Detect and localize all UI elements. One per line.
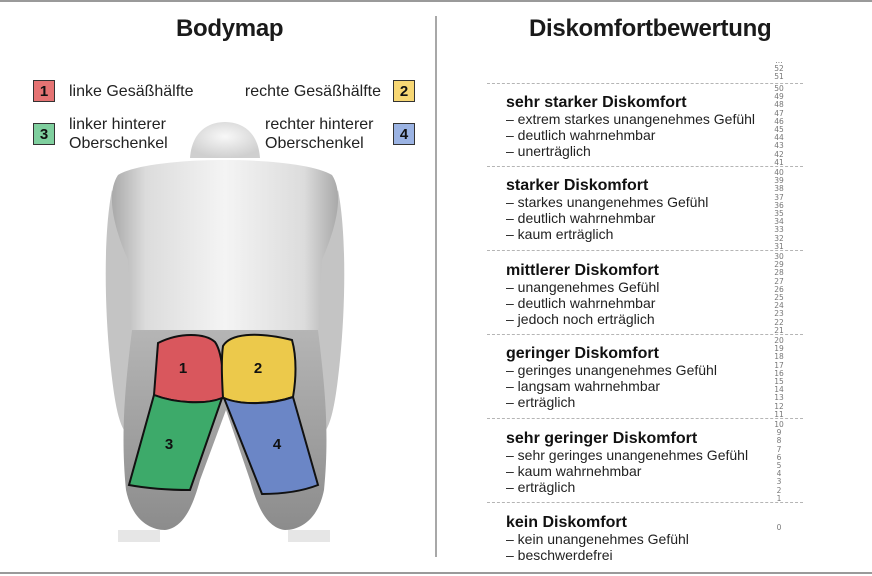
zone-1-left-buttock [152, 334, 225, 404]
level-very-low: sehr geringer Diskomfort – sehr geringes… [506, 430, 749, 495]
level-medium: mittlerer Diskomfort – unangenehmes Gefü… [506, 262, 660, 327]
legend-swatch-3: 3 [33, 123, 55, 145]
scale-separator [487, 334, 803, 335]
zone-3-left-thigh [127, 393, 224, 492]
legend-label-2: rechte Gesäßhälfte [244, 83, 381, 100]
svg-text:2: 2 [254, 360, 262, 377]
legend-label-1: linke Gesäßhälfte [69, 83, 194, 100]
svg-text:1: 1 [179, 360, 187, 377]
legend-swatch-1: 1 [33, 80, 55, 102]
level-low: geringer Diskomfort – geringes unangeneh… [506, 345, 717, 410]
level-strong: starker Diskomfort – starkes unangenehme… [506, 177, 709, 242]
level-none: kein Diskomfort – kein unangenehmes Gefü… [506, 514, 689, 563]
scale-separator [487, 502, 803, 503]
scale-separator [487, 418, 803, 419]
top-border [0, 0, 872, 2]
scale-separator [487, 250, 803, 251]
bottom-border [0, 572, 872, 574]
bodymap-title: Bodymap [176, 15, 284, 42]
legend-swatch-4: 4 [393, 123, 415, 145]
svg-text:4: 4 [273, 436, 282, 453]
legend-label-3: linker hinterer Oberschenkel [69, 116, 168, 152]
legend-label-4: rechter hinterer Oberschenkel [265, 116, 374, 152]
legend-swatch-2: 2 [393, 80, 415, 102]
panel-divider [435, 16, 437, 557]
scale-number-0: 0 [776, 523, 782, 532]
level-very-strong: sehr starker Diskomfort – extrem starkes… [506, 94, 756, 159]
discomfort-title: Diskomfortbewertung [529, 15, 772, 42]
svg-text:3: 3 [165, 436, 173, 453]
bodymap-figure: 1 2 3 4 [105, 122, 345, 542]
zone-4-right-thigh [222, 395, 320, 496]
scale-top-numbers: ... 52 51 [774, 56, 784, 82]
scale-separator [487, 83, 803, 84]
scale-separator [487, 166, 803, 167]
